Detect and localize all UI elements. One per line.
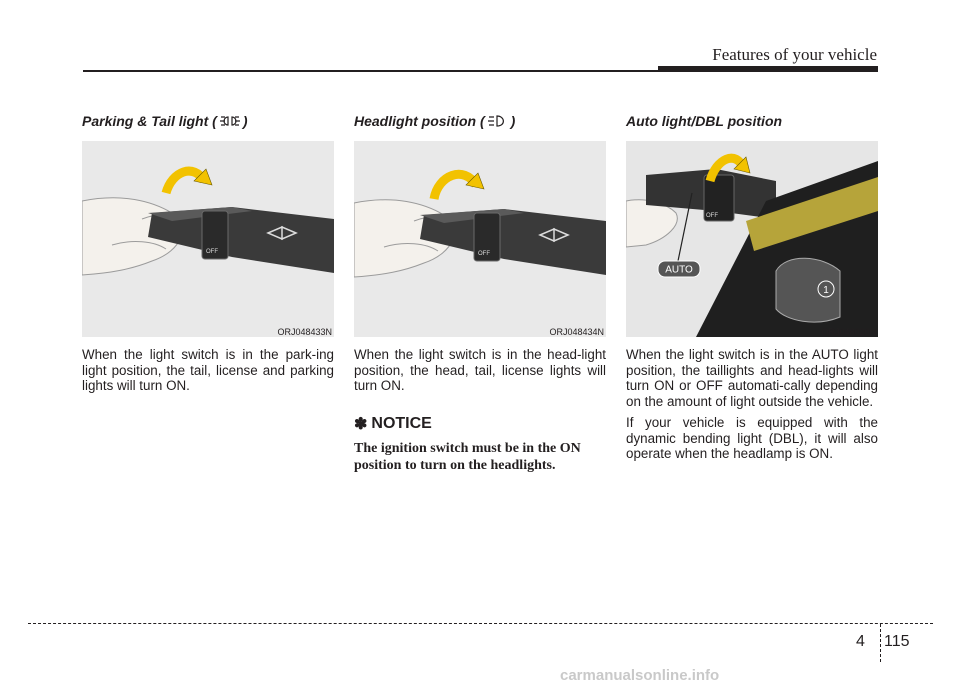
watermark: carmanualsonline.info — [560, 667, 720, 684]
header-rule — [83, 70, 878, 72]
light-switch-photo: OFF ORJ048433N — [82, 141, 334, 337]
off-label: OFF — [206, 249, 218, 255]
section-body: When the light switch is in the head-lig… — [354, 347, 606, 393]
header-rule-accent — [658, 66, 878, 72]
stalk-illustration: OFF — [82, 141, 334, 337]
section-body: When the light switch is in the AUTO lig… — [626, 347, 878, 461]
light-switch-photo: OFF ORJ048434N — [354, 141, 606, 337]
photo-code: ORJ048434N — [549, 327, 604, 337]
auto-light-photo: OFF AUTO 1 ORJ048020N — [626, 141, 878, 337]
section-heading: Auto light/DBL position — [626, 113, 783, 129]
sensor-panel — [746, 177, 878, 251]
auto-light-illustration: OFF AUTO 1 — [626, 141, 878, 337]
auto-callout-label: AUTO — [665, 265, 693, 276]
off-label: OFF — [706, 213, 718, 219]
parking-tail-light-section: Parking & Tail light ( ) OFF ORJ048433N … — [82, 110, 334, 400]
section-number: 4 — [856, 633, 865, 650]
section-heading: Parking & Tail light ( ) — [82, 113, 248, 129]
section-heading: Headlight position ( ) — [354, 113, 516, 129]
running-header: Features of your vehicle — [712, 45, 877, 64]
headlight-icon — [487, 115, 504, 127]
section-body: When the light switch is in the park-ing… — [82, 347, 334, 393]
notice-heading: ✽ NOTICE — [354, 414, 432, 433]
off-label: OFF — [478, 251, 490, 257]
notice-star-icon: ✽ — [354, 415, 368, 433]
callout-1-label: 1 — [823, 285, 829, 296]
photo-code: ORJ048433N — [277, 327, 332, 337]
footer-rule — [28, 623, 933, 624]
auto-light-section: Auto light/DBL position OFF AUTO 1 ORJ04… — [626, 110, 878, 468]
callout-1 — [817, 280, 835, 298]
parking-tail-light-icon — [219, 116, 240, 126]
footer-separator — [880, 624, 881, 662]
notice-text: The ignition switch must be in the ON po… — [354, 440, 581, 473]
photo-code: ORJ048020N — [821, 327, 876, 337]
auto-callout — [657, 260, 701, 278]
page-number: 115 — [884, 633, 910, 650]
stalk-illustration: OFF — [354, 141, 606, 337]
headlight-section: Headlight position ( ) OFF ORJ048434N Wh… — [354, 110, 606, 474]
